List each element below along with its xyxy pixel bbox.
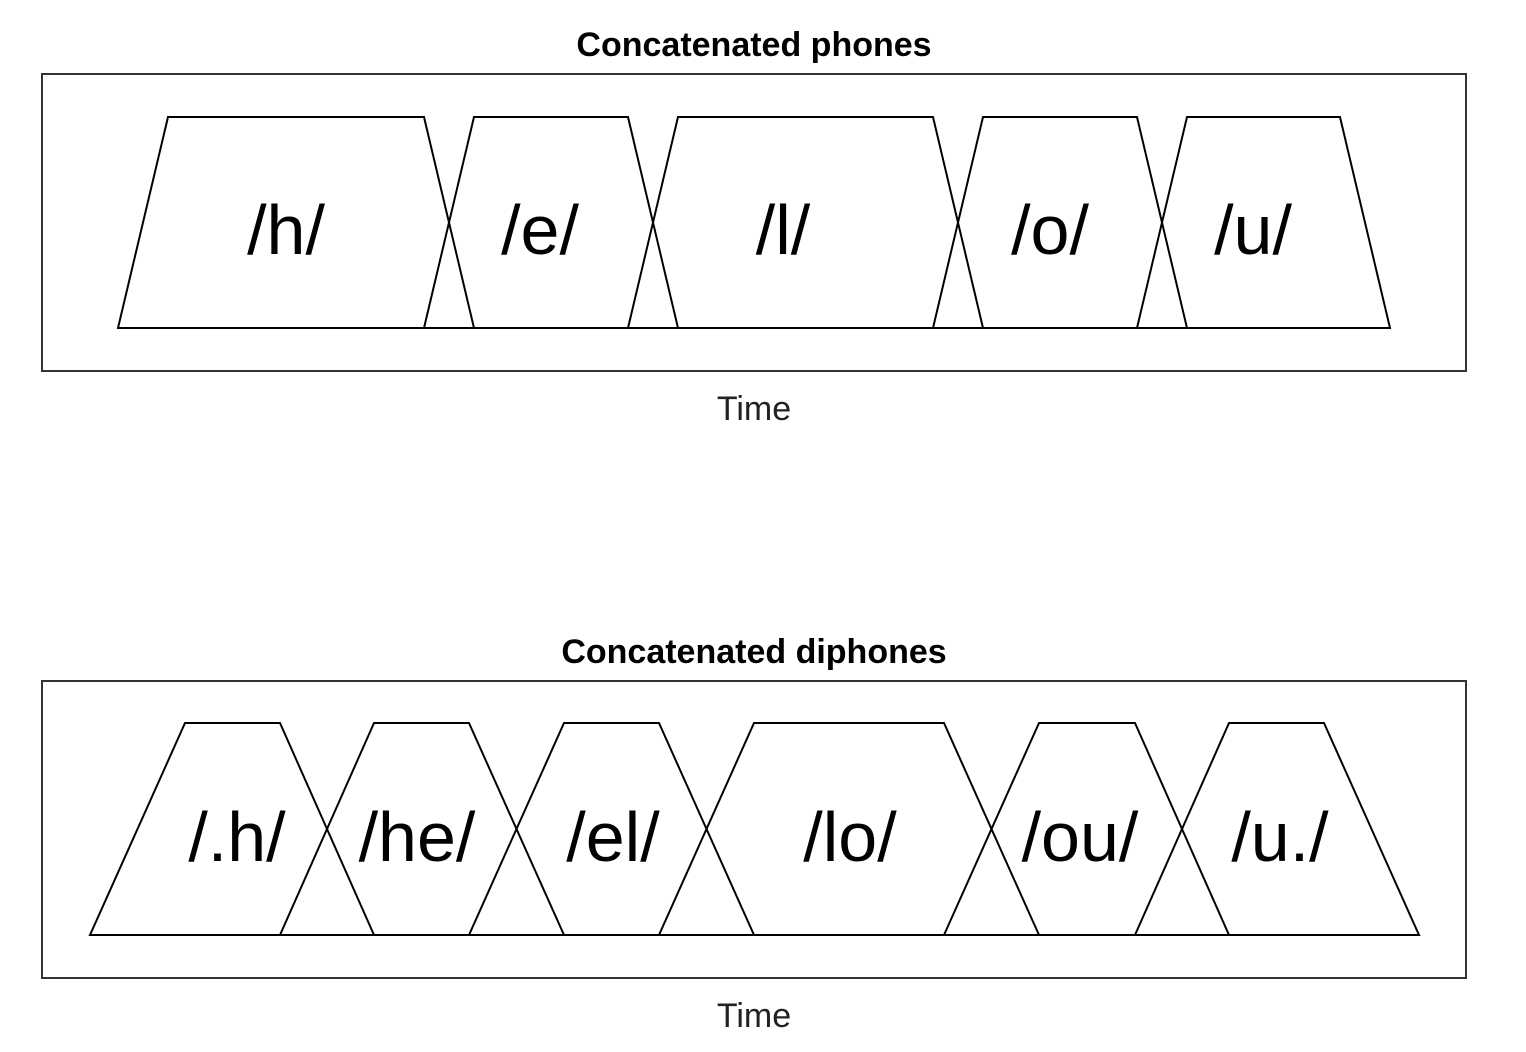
- diphone-segment-u-dot: /u./: [1133, 722, 1421, 936]
- phone-segment-e: /e/: [422, 116, 680, 329]
- diphone-label-u-dot: /u./: [1231, 798, 1329, 876]
- phone-segment-o: /o/: [931, 116, 1189, 329]
- phone-label-h: /h/: [247, 191, 325, 269]
- diphone-label-ou: /ou/: [1022, 798, 1139, 876]
- diphone-segment-el: /el/: [467, 722, 756, 936]
- phones-diagram: /h/ /e/ /l/ /o/ /u/: [41, 73, 1467, 372]
- phone-segment-u: /u/: [1135, 116, 1392, 329]
- diphone-label-dot-h: /.h/: [188, 798, 286, 876]
- phone-segment-h: /h/: [116, 116, 476, 329]
- phone-label-o: /o/: [1011, 191, 1089, 269]
- diphones-time-label: Time: [716, 997, 792, 1035]
- diphones-diagram: /.h/ /he/ /el/ /lo/ /ou/ /u./: [41, 680, 1467, 979]
- diphones-frame: [41, 680, 1467, 979]
- phones-panel-title: Concatenated phones: [576, 26, 932, 64]
- diphone-segment-he: /he/: [278, 722, 566, 936]
- phone-label-e: /e/: [501, 191, 579, 269]
- diphone-label-el: /el/: [566, 798, 660, 876]
- phone-label-u: /u/: [1214, 191, 1292, 269]
- diphone-label-he: /he/: [359, 798, 476, 876]
- phones-frame: [41, 73, 1467, 372]
- phone-label-l: /l/: [756, 191, 811, 269]
- diphone-label-lo: /lo/: [803, 798, 897, 876]
- phone-segment-l: /l/: [626, 116, 985, 329]
- diphones-panel-title: Concatenated diphones: [561, 633, 947, 671]
- diphone-segment-lo: /lo/: [657, 722, 1041, 936]
- diphone-segment-dot-h: /.h/: [88, 722, 376, 936]
- phones-time-label: Time: [716, 390, 792, 428]
- diphone-segment-ou: /ou/: [942, 722, 1231, 936]
